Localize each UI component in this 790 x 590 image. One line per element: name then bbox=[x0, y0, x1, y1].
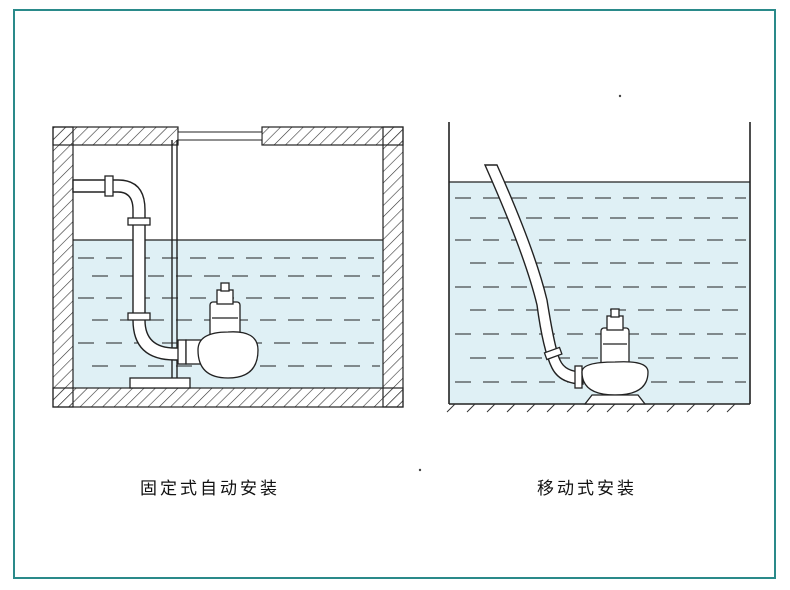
flexible-hose bbox=[483, 164, 584, 385]
pipe-flange-4 bbox=[177, 339, 187, 365]
fixed-base-plate bbox=[129, 377, 191, 389]
mobile-installation-figure bbox=[446, 122, 751, 413]
fixed-hatch-opening bbox=[177, 131, 263, 141]
pipe-flange-1 bbox=[104, 175, 114, 197]
fixed-wall-right bbox=[382, 126, 404, 408]
outer-border bbox=[13, 9, 776, 579]
caption-mobile-installation: 移动式安装 bbox=[537, 479, 637, 499]
pipe-flange-2 bbox=[127, 217, 151, 226]
hose-clamp-2 bbox=[574, 365, 583, 389]
fixed-cover-left bbox=[52, 126, 179, 146]
fixed-wall-left bbox=[52, 126, 74, 408]
hose-clamp-1 bbox=[543, 346, 563, 361]
fixed-cover-right bbox=[261, 126, 404, 146]
mobile-floor-hatch bbox=[446, 403, 736, 413]
speck bbox=[418, 468, 422, 472]
speck bbox=[618, 94, 622, 98]
fixed-wall-bottom bbox=[52, 387, 404, 408]
mobile-pump bbox=[581, 308, 649, 405]
caption-fixed-installation: 固定式自动安装 bbox=[140, 479, 280, 499]
fixed-pump bbox=[185, 282, 259, 379]
fixed-installation-figure bbox=[52, 126, 404, 408]
pipe-flange-3 bbox=[127, 312, 151, 321]
